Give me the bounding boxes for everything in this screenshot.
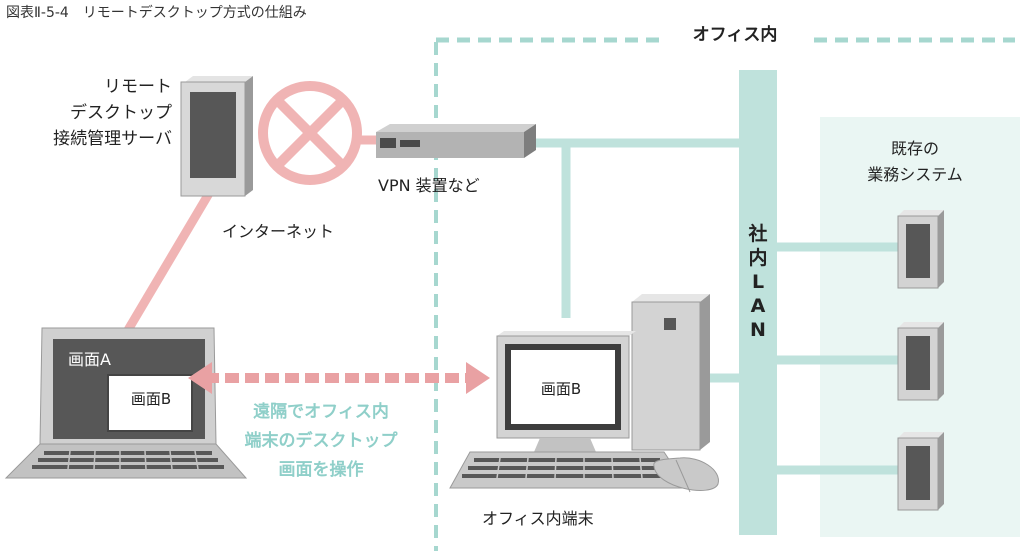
vpn-label: VPN 装置など <box>378 176 480 195</box>
remote-server-label-line: 接続管理サーバ <box>53 129 172 149</box>
office-label-box <box>662 20 808 50</box>
legacy-server-icon <box>897 432 944 511</box>
legacy-systems-label-line: 業務システム <box>867 165 963 184</box>
office-monitor-icon <box>496 331 636 452</box>
vpn-device-icon <box>376 124 536 158</box>
screen-b-office-label: 画面B <box>540 380 582 398</box>
lan-label-char: 内 <box>748 247 768 269</box>
lan-label-char: N <box>750 319 766 341</box>
mouse-icon <box>653 457 719 493</box>
remote-operation-label-line: 端末のデスクトップ <box>244 431 398 451</box>
office-keyboard-icon <box>449 451 689 489</box>
internet-blocked-icon <box>258 81 362 185</box>
lan-label-char: L <box>751 271 765 293</box>
server-to-laptop-line <box>124 182 218 333</box>
remote-operation-label: 遠隔でオフィス内 端末のデスクトップ 画面を操作 <box>212 398 430 485</box>
internet-label: インターネット <box>222 222 335 241</box>
remote-operation-label-line: 画面を操作 <box>278 460 364 480</box>
lan-label: 社 内 L A N <box>740 222 776 342</box>
lan-label-char: 社 <box>748 223 768 245</box>
office-label: オフィス内 <box>692 25 778 45</box>
laptop-icon <box>4 327 248 479</box>
remote-server-icon <box>180 76 253 197</box>
screen-b-remote-label: 画面B <box>130 390 172 408</box>
legacy-server-icon <box>897 322 944 401</box>
screen-a-label: 画面A <box>68 350 111 369</box>
office-tower-icon <box>631 294 710 451</box>
office-terminal-label: オフィス内端末 <box>482 509 594 528</box>
figure-title: 図表Ⅱ-5-4 リモートデスクトップ方式の仕組み <box>6 5 307 21</box>
remote-server-label: リモート デスクトップ 接続管理サーバ <box>12 74 172 152</box>
remote-operation-label-line: 遠隔でオフィス内 <box>253 402 389 422</box>
legacy-systems-label: 既存の 業務システム <box>820 136 1010 188</box>
lan-label-char: A <box>750 295 766 317</box>
remote-server-label-line: デスクトップ <box>70 103 172 123</box>
legacy-server-icon <box>897 210 944 289</box>
lan-trunk <box>739 70 777 535</box>
remote-operation-arrow <box>188 362 490 394</box>
remote-server-label-line: リモート <box>104 77 172 97</box>
legacy-systems-label-line: 既存の <box>890 139 939 158</box>
